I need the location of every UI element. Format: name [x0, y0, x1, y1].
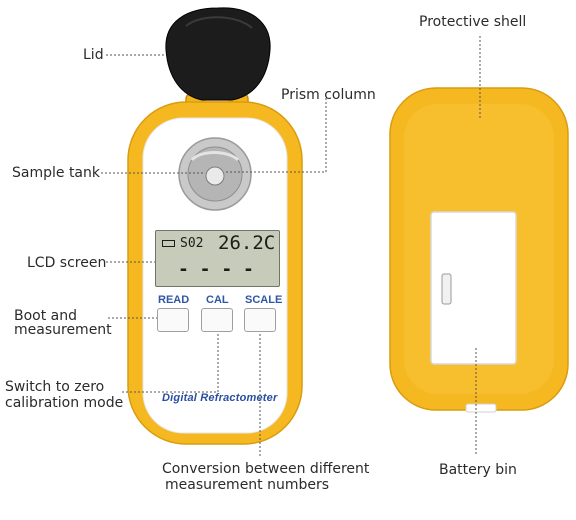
- conversion-callout-line1: Conversion between different: [162, 461, 370, 477]
- scale-label: SCALE: [245, 294, 283, 306]
- prism-column-callout: Prism column: [281, 87, 376, 103]
- conversion-callout-line2: measurement numbers: [165, 477, 330, 493]
- cal-button[interactable]: [201, 308, 233, 332]
- switch-callout-line2: calibration mode: [5, 395, 124, 411]
- battery-latch: [441, 273, 452, 305]
- sample-tank-callout: Sample tank: [12, 165, 100, 181]
- lcd-mode: S02: [180, 236, 204, 251]
- leader-lines: [101, 36, 481, 458]
- lid: [165, 7, 271, 101]
- brand-label: Digital Refractometer: [162, 392, 278, 404]
- read-label: READ: [158, 294, 190, 306]
- boot-callout-line2: measurement: [14, 322, 112, 338]
- cal-label: CAL: [206, 294, 229, 306]
- battery-icon: [162, 240, 175, 247]
- lcd-value: 26.2C: [218, 232, 276, 254]
- battery-bin-callout: Battery bin: [439, 462, 517, 478]
- read-button[interactable]: [157, 308, 189, 332]
- scale-button[interactable]: [244, 308, 276, 332]
- lcd-dashes: - - - -: [178, 259, 254, 280]
- lid-callout: Lid: [83, 47, 104, 63]
- lcd-screen: S02 26.2C - - - -: [155, 230, 280, 287]
- boot-callout-line1: Boot and: [14, 308, 78, 324]
- switch-callout-line1: Switch to zero: [5, 379, 105, 395]
- sample-tank: [205, 166, 225, 186]
- lcd-screen-callout: LCD screen: [27, 255, 107, 271]
- protective-shell-callout: Protective shell: [419, 14, 527, 30]
- battery-cover: [430, 211, 517, 365]
